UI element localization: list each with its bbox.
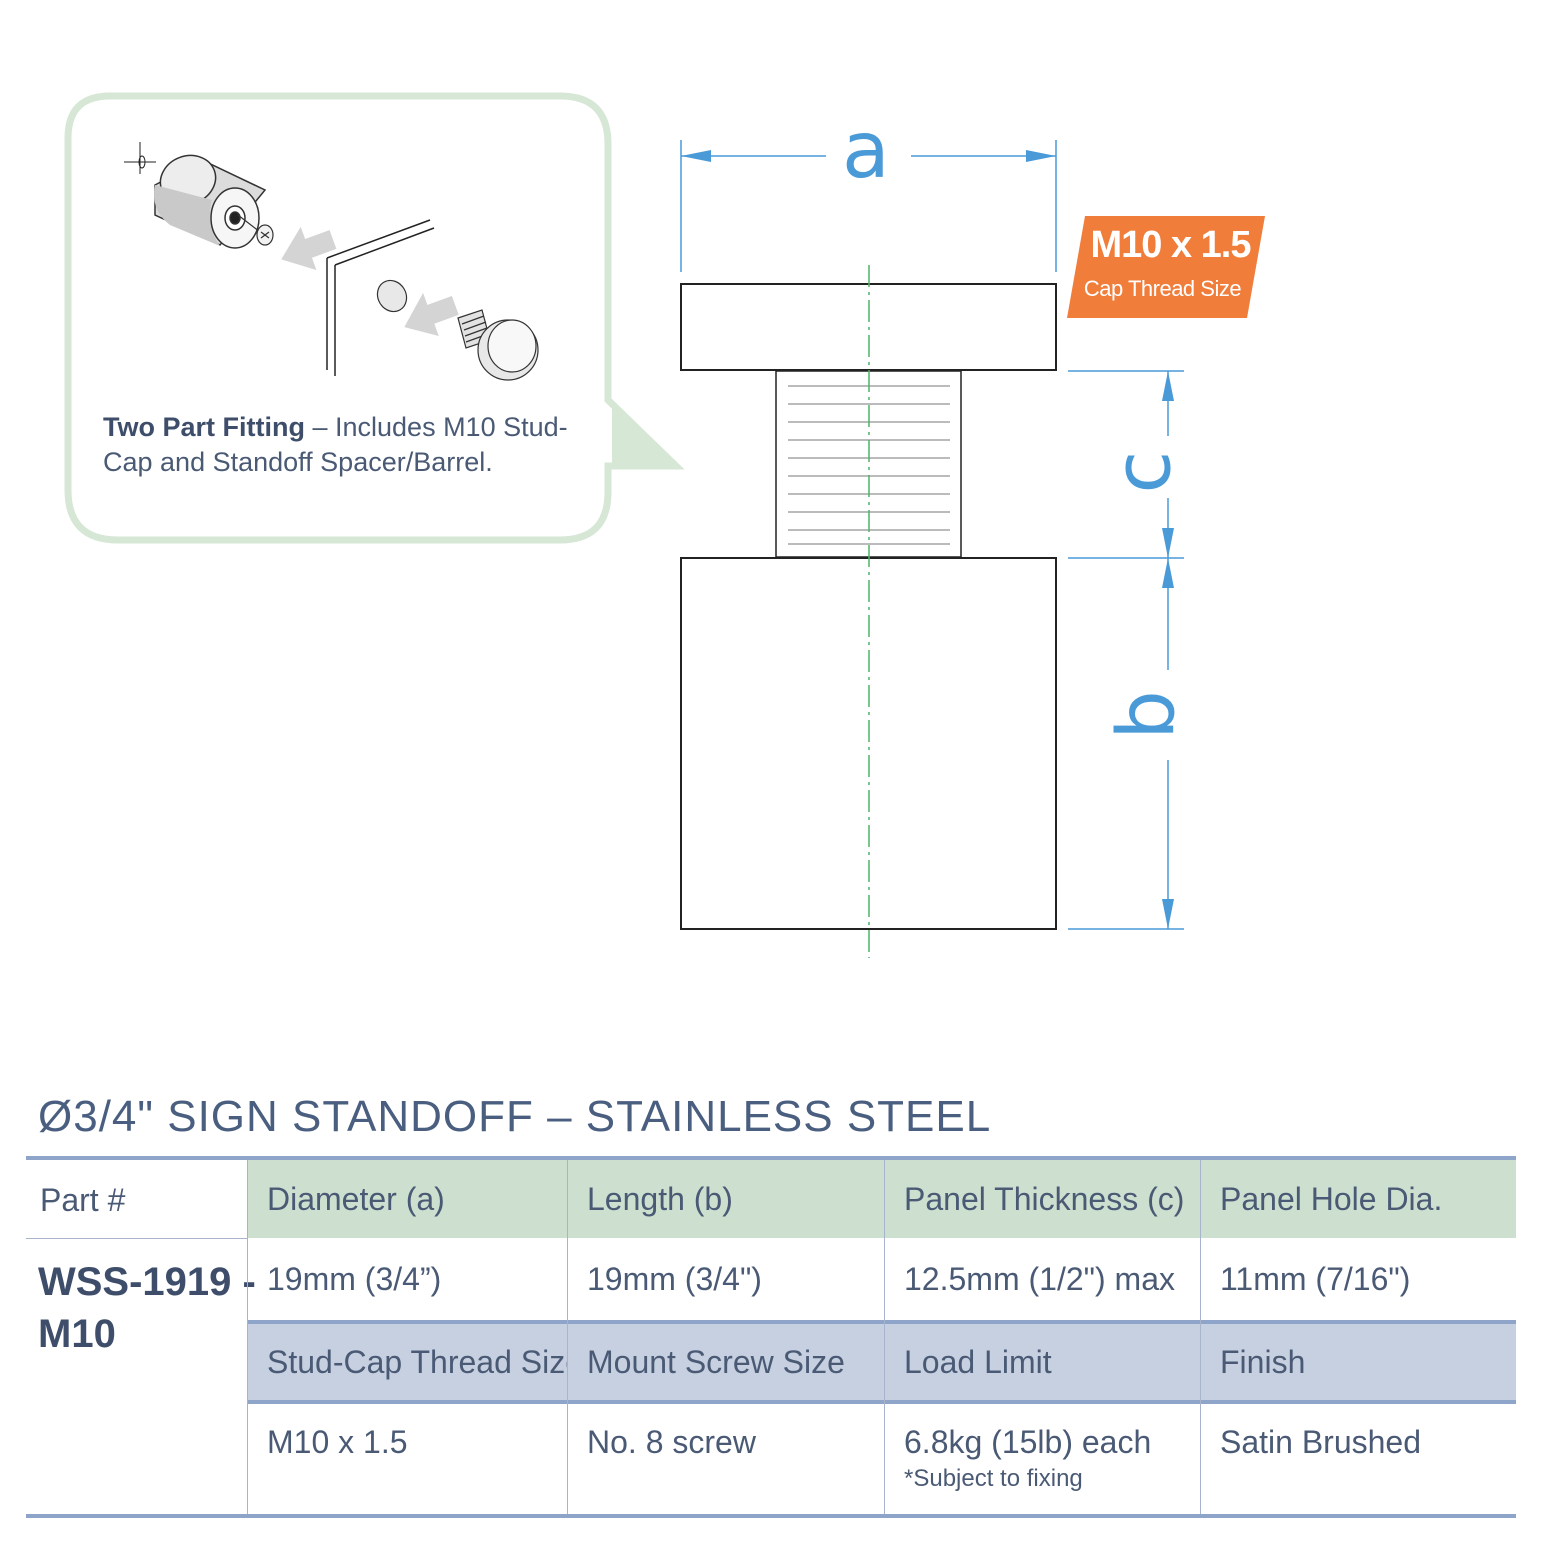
product-title: Ø3/4" SIGN STANDOFF – STAINLESS STEEL	[38, 1092, 992, 1141]
dimension-cb-lines	[1068, 370, 1184, 930]
standoff-technical-drawing	[680, 140, 1184, 958]
exploded-fitting-illustration	[124, 142, 539, 381]
header-panel-thickness: Panel Thickness (c)	[884, 1160, 1200, 1238]
column-divider	[1200, 1160, 1201, 1514]
spec-table: Diameter (a) Length (b) Panel Thickness …	[26, 1156, 1516, 1522]
header-mount-screw: Mount Screw Size	[567, 1324, 884, 1400]
callout-description: Two Part Fitting – Includes M10 Stud-Cap…	[103, 410, 573, 480]
value-panel-hole: 11mm (7/16")	[1220, 1260, 1411, 1297]
table-rule	[26, 1514, 1516, 1518]
arrow-icon	[401, 288, 462, 339]
load-limit-note: *Subject to fixing	[904, 1465, 1083, 1492]
dimension-a-line	[680, 140, 1057, 272]
header-finish: Finish	[1200, 1324, 1516, 1400]
header-load-limit: Load Limit	[884, 1324, 1200, 1400]
column-divider	[884, 1160, 885, 1514]
table-rule	[247, 1400, 1516, 1404]
header-panel-hole: Panel Hole Dia.	[1200, 1160, 1516, 1238]
value-stud-cap-thread: M10 x 1.5	[267, 1424, 408, 1460]
dimension-b-label: b	[1101, 690, 1192, 740]
header-diameter: Diameter (a)	[247, 1160, 567, 1238]
callout-title: Two Part Fitting	[103, 412, 305, 442]
mount-screw	[237, 214, 274, 246]
value-load-limit-cell: 6.8kg (15lb) each *Subject to fixing	[884, 1404, 1200, 1514]
thread-size-badge	[1067, 216, 1265, 318]
value-length: 19mm (3/4")	[587, 1260, 762, 1297]
header-length: Length (b)	[567, 1160, 884, 1238]
value-mount-screw: No. 8 screw	[587, 1424, 756, 1460]
header-stud-cap-thread: Stud-Cap Thread Size	[247, 1324, 583, 1400]
table-rule	[26, 1238, 247, 1239]
badge-caption: Cap Thread Size	[1083, 276, 1242, 301]
value-diameter: 19mm (3/4”)	[267, 1260, 442, 1297]
value-panel-thickness: 12.5mm (1/2") max	[904, 1260, 1175, 1297]
table-rule	[247, 1320, 1516, 1324]
table-rule	[26, 1156, 1516, 1160]
value-load-limit: 6.8kg (15lb) each	[904, 1424, 1152, 1460]
value-finish: Satin Brushed	[1220, 1424, 1422, 1460]
part-label: Part #	[40, 1182, 126, 1218]
crosshair-icon	[124, 142, 156, 174]
panel-sheet	[326, 219, 435, 376]
part-number: WSS-1919 -M10	[38, 1260, 256, 1356]
dimension-a-label: a	[842, 106, 890, 196]
callout-body: – Includes M10 Stud-Cap and Standoff Spa…	[103, 412, 568, 477]
dimension-c-label: c	[1098, 450, 1189, 494]
badge-thread-value: M10 x 1.5	[1090, 224, 1252, 266]
standoff-barrel	[154, 154, 267, 249]
arrow-icon	[278, 222, 339, 274]
panel-hole	[376, 279, 408, 313]
column-divider	[567, 1160, 568, 1514]
column-divider	[247, 1160, 248, 1514]
stud-cap	[457, 309, 539, 381]
